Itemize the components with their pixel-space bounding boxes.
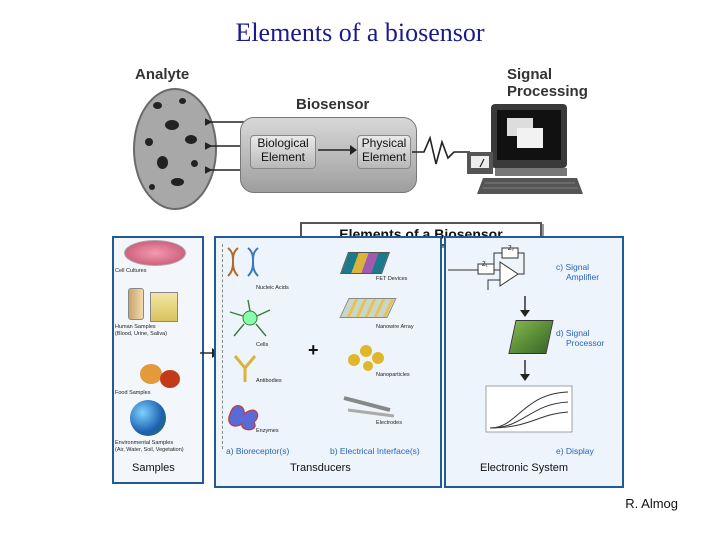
bio-to-physical-arrow xyxy=(318,145,357,155)
analyte-sample-drawing xyxy=(133,88,217,210)
arrow-down-1 xyxy=(520,296,530,317)
enzyme-icon xyxy=(228,405,259,431)
caption-signal-processor: d) Signal Processor xyxy=(556,328,604,348)
electronic-footer: Electronic System xyxy=(480,462,569,474)
biological-element-line1: Biological xyxy=(257,136,309,150)
signal-processing-line1: Signal xyxy=(507,66,553,83)
bio-label-antibodies: Antibodies xyxy=(256,378,282,384)
physical-element-line2: Element xyxy=(361,150,407,164)
z2-label: Z₂ xyxy=(508,246,514,252)
physical-element-box: Physical Element xyxy=(357,135,411,169)
sample-label-cell-cultures: Cell Cultures xyxy=(115,268,147,274)
bio-label-cells: Cells xyxy=(256,342,269,348)
signal-processing-line2: Processing xyxy=(507,83,588,100)
fet-device-icon xyxy=(339,252,391,274)
signal-waveform xyxy=(412,135,470,165)
elec-label-electrodes: Electrodes xyxy=(376,420,402,426)
sample-label-human: Human Samples xyxy=(115,324,156,330)
slide-title: Elements of a biosensor xyxy=(235,18,485,47)
elec-label-fet: FET Devices xyxy=(376,276,408,282)
biosensor-label: Biosensor xyxy=(296,96,370,113)
sample-label-environmental: Environmental Samples xyxy=(115,440,174,446)
caption-bioreceptor: a) Bioreceptor(s) xyxy=(226,446,290,456)
transducers-footer: Transducers xyxy=(290,462,351,474)
sample-label-environmental-detail: (Air, Water, Soil, Vegetation) xyxy=(115,447,184,453)
petri-dish-icon xyxy=(124,240,186,266)
elec-label-nanoparticles: Nanoparticles xyxy=(376,372,410,378)
biological-element-box: Biological Element xyxy=(250,135,316,169)
physical-element-line1: Physical xyxy=(361,136,407,150)
biological-element-line2: Element xyxy=(260,150,306,164)
processor-caption-line1: d) Signal xyxy=(556,328,590,338)
plus-sign: + xyxy=(308,340,319,360)
author-credit: R. Almog xyxy=(625,496,678,511)
food-icon xyxy=(140,364,162,384)
electrodes-icon xyxy=(343,396,395,418)
sample-label-food: Food Samples xyxy=(115,390,151,396)
globe-icon xyxy=(130,400,166,436)
elec-label-nanowire: Nanowire Array xyxy=(376,324,414,330)
nanoparticles-icon xyxy=(348,345,384,371)
transducers-panel xyxy=(214,236,442,488)
caption-signal-amplifier: c) Signal Amplifier xyxy=(556,262,599,282)
caption-display: e) Display xyxy=(556,446,594,456)
amplifier-caption-line1: c) Signal xyxy=(556,262,590,272)
processor-chip-icon xyxy=(508,320,554,354)
amplifier-caption-line2: Amplifier xyxy=(566,272,600,282)
electronic-panel xyxy=(444,236,624,488)
sample-label-human-detail: (Blood, Urine, Saliva) xyxy=(115,331,167,337)
bio-label-nucleic-acids: Nucleic Acids xyxy=(256,285,289,291)
analyte-label: Analyte xyxy=(135,66,190,83)
computer-icon xyxy=(467,104,583,194)
arrow-down-2 xyxy=(520,360,530,381)
dna-icon xyxy=(227,247,259,277)
z1-label: Z₁ xyxy=(482,262,488,268)
tube-icon xyxy=(128,288,144,320)
antibody-icon xyxy=(233,355,257,382)
signal-processing-label: Signal Processing xyxy=(507,66,588,100)
beaker-icon xyxy=(150,292,178,322)
caption-electrical-interface: b) Electrical Interface(s) xyxy=(330,446,420,456)
cell-icon xyxy=(229,299,271,337)
samples-footer: Samples xyxy=(132,462,175,474)
display-graph-icon xyxy=(485,385,573,433)
bio-label-enzymes: Enzymes xyxy=(256,428,279,434)
processor-caption-line2: Processor xyxy=(566,338,605,348)
fruit-icon xyxy=(160,370,180,388)
amplifier-circuit-icon xyxy=(448,247,525,290)
samples-panel xyxy=(112,236,204,484)
nanowire-array-icon xyxy=(339,298,397,318)
